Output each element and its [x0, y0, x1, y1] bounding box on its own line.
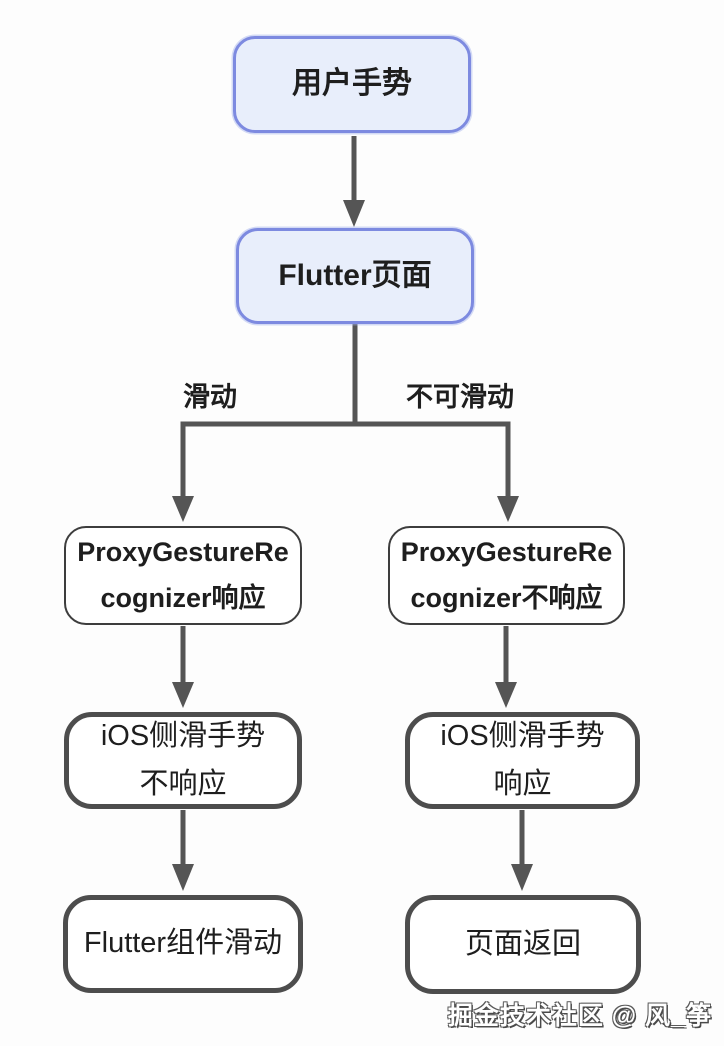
node-page-back-label: 页面返回: [464, 927, 581, 960]
node-ios-respond-line2: 响应: [493, 767, 552, 800]
node-ios-swipe-respond: iOS侧滑手势 响应: [405, 712, 640, 809]
arrowhead-left-1: [172, 682, 194, 708]
node-page-back: 页面返回: [405, 895, 641, 994]
node-user-gesture-label: 用户手势: [292, 67, 412, 101]
node-proxy-recognizer-not-respond: ProxyGestureRe cognizer不响应: [388, 526, 625, 625]
edge-label-slide: 滑动: [183, 382, 237, 412]
node-ios-swipe-not-respond: iOS侧滑手势 不响应: [64, 712, 302, 809]
watermark-text: 掘金技术社区 @ 风_筝: [447, 1002, 712, 1030]
arrowhead-branch-left: [172, 496, 194, 522]
node-user-gesture: 用户手势: [233, 36, 471, 133]
node-proxy-not-respond-line2: cognizer不响应: [410, 582, 603, 613]
node-proxy-respond-line1: ProxyGestureRe: [77, 536, 289, 567]
connector-branch: [180, 421, 511, 498]
node-flutter-page: Flutter页面: [236, 228, 474, 324]
arrowhead-right-1: [495, 682, 517, 708]
arrowhead-left-2: [172, 864, 194, 891]
node-flutter-component-scroll: Flutter组件滑动: [63, 895, 303, 993]
node-proxy-respond-line2: cognizer响应: [100, 582, 266, 613]
node-ios-not-respond-line1: iOS侧滑手势: [100, 719, 266, 752]
arrowhead-right-2: [511, 864, 533, 891]
arrowhead-user-to-page: [343, 200, 365, 227]
node-ios-not-respond-line2: 不响应: [139, 767, 227, 800]
arrowhead-branch-right: [497, 496, 519, 522]
node-proxy-recognizer-respond: ProxyGestureRe cognizer响应: [64, 526, 302, 625]
node-flutter-page-label: Flutter页面: [278, 258, 432, 292]
node-proxy-not-respond-line1: ProxyGestureRe: [400, 536, 613, 567]
node-flutter-scroll-label: Flutter组件滑动: [83, 927, 283, 960]
edge-label-no-slide: 不可滑动: [406, 382, 514, 412]
node-ios-respond-line1: iOS侧滑手势: [440, 719, 605, 752]
